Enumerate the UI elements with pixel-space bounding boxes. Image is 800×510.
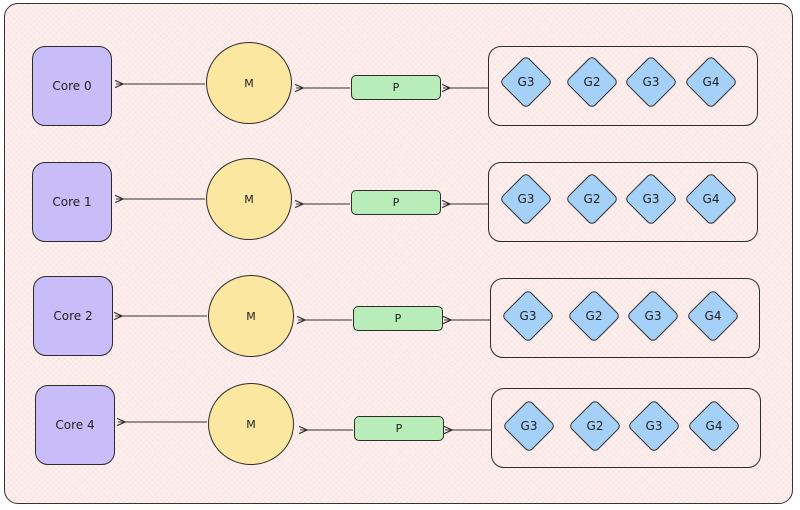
core-label: Core 2 — [53, 309, 93, 323]
goroutine-node: G3 — [624, 55, 678, 109]
machine-thread-node: M — [208, 383, 294, 465]
goroutine-node: G2 — [568, 399, 622, 453]
m-label: M — [244, 76, 254, 90]
local-run-queue: G3 G2 G3 G4 — [491, 388, 761, 468]
p-label: P — [392, 196, 400, 209]
goroutine-label: G4 — [702, 75, 720, 89]
local-run-queue: G3 G2 G3 G4 — [490, 278, 760, 358]
goroutine-node: G3 — [499, 55, 553, 109]
goroutine-label: G2 — [586, 419, 604, 433]
core-node: Core 2 — [33, 276, 113, 356]
core-node: Core 1 — [32, 162, 112, 242]
goroutine-label: G3 — [642, 75, 660, 89]
goroutine-node: G3 — [627, 399, 681, 453]
machine-thread-node: M — [206, 42, 292, 124]
goroutine-label: G2 — [585, 309, 603, 323]
p-label: P — [392, 81, 400, 94]
p-label: P — [395, 422, 403, 435]
processor-node: P — [351, 75, 441, 100]
processor-node: P — [354, 416, 444, 441]
core-label: Core 4 — [55, 418, 95, 432]
goroutine-label: G4 — [702, 192, 720, 206]
goroutine-node: G4 — [684, 172, 738, 226]
goroutine-node: G3 — [502, 399, 556, 453]
goroutine-label: G4 — [705, 419, 723, 433]
goroutine-label: G4 — [704, 309, 722, 323]
local-run-queue: G3 G2 G3 G4 — [488, 162, 758, 242]
goroutine-label: G3 — [517, 192, 535, 206]
goroutine-node: G3 — [626, 289, 680, 343]
core-label: Core 0 — [52, 79, 92, 93]
processor-node: P — [353, 306, 443, 331]
goroutine-label: G3 — [644, 309, 662, 323]
local-run-queue: G3 G2 G3 G4 — [488, 46, 758, 126]
m-label: M — [246, 309, 256, 323]
m-label: M — [244, 192, 254, 206]
goroutine-node: G4 — [686, 289, 740, 343]
goroutine-node: G2 — [565, 172, 619, 226]
goroutine-label: G2 — [583, 75, 601, 89]
goroutine-node: G4 — [684, 55, 738, 109]
p-label: P — [394, 312, 402, 325]
goroutine-node: G3 — [501, 289, 555, 343]
machine-thread-node: M — [206, 158, 292, 240]
goroutine-node: G3 — [499, 172, 553, 226]
goroutine-node: G2 — [567, 289, 621, 343]
machine-thread-node: M — [208, 275, 294, 357]
goroutine-node: G3 — [624, 172, 678, 226]
goroutine-node: G4 — [687, 399, 741, 453]
goroutine-label: G2 — [583, 192, 601, 206]
core-label: Core 1 — [52, 195, 92, 209]
core-node: Core 4 — [35, 385, 115, 465]
goroutine-label: G3 — [519, 309, 537, 323]
processor-node: P — [351, 190, 441, 215]
goroutine-label: G3 — [642, 192, 660, 206]
goroutine-label: G3 — [517, 75, 535, 89]
m-label: M — [246, 417, 256, 431]
core-node: Core 0 — [32, 46, 112, 126]
goroutine-node: G2 — [565, 55, 619, 109]
goroutine-label: G3 — [645, 419, 663, 433]
goroutine-label: G3 — [520, 419, 538, 433]
